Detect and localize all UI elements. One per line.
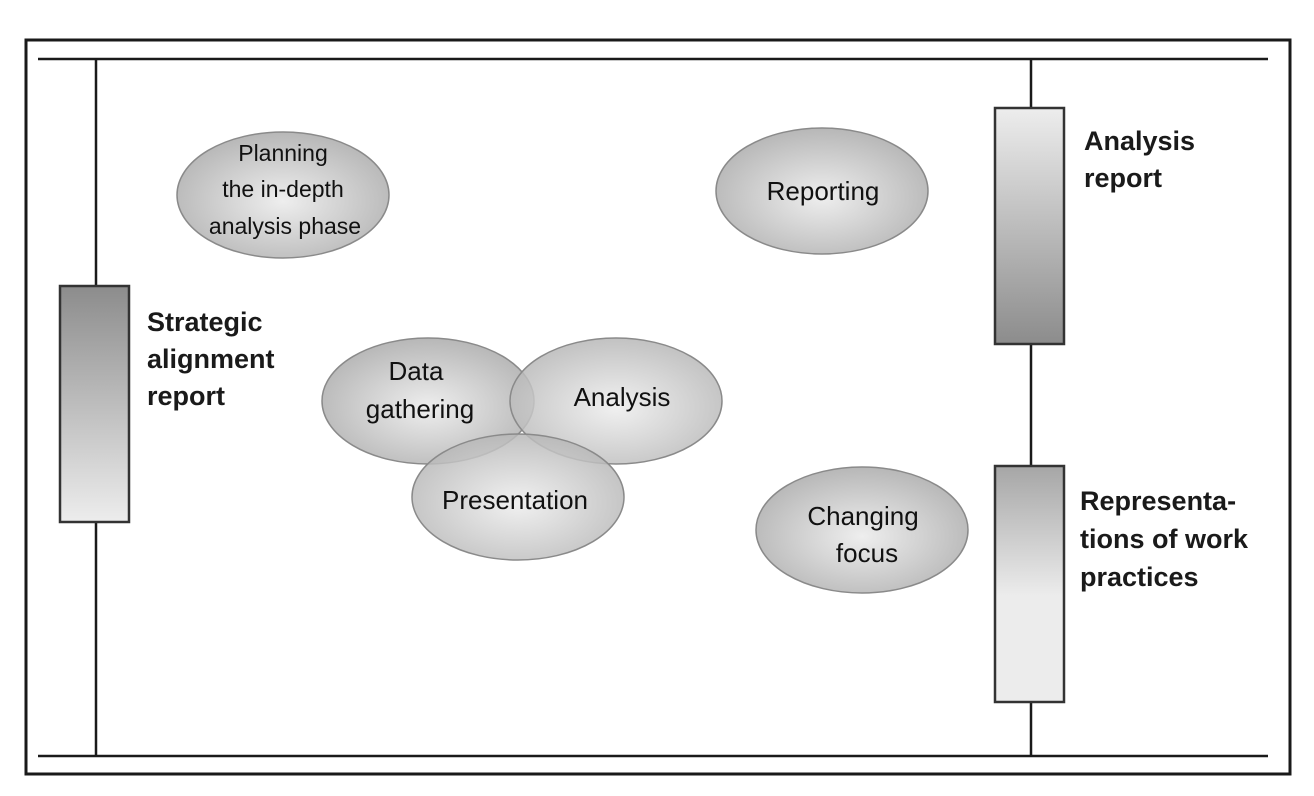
data-gathering-line-2: gathering: [366, 394, 474, 424]
presentation-bubble: Presentation: [411, 433, 625, 561]
analysis-report-line-1: Analysis: [1084, 126, 1195, 156]
analysis-report-bar: [993, 106, 1066, 346]
strategic-alignment-line-3: report: [147, 381, 225, 411]
outer-frame: [24, 38, 1292, 776]
data-gathering-line-1: Data: [389, 356, 444, 386]
work-practices-line-3: practices: [1080, 562, 1199, 592]
planning-bubble: Planning the in-depth analysis phase: [176, 131, 390, 259]
analysis-report-label: Analysis report: [1084, 126, 1195, 193]
strategic-alignment-line-2: alignment: [147, 344, 275, 374]
analysis-bubble: Analysis: [509, 337, 723, 465]
work-practices-line-2: tions of work: [1080, 524, 1249, 554]
work-practices-label: Representa- tions of work practices: [1080, 486, 1249, 592]
strategic-alignment-line-1: Strategic: [147, 307, 263, 337]
planning-line-3: analysis phase: [209, 213, 361, 239]
changing-focus-line-2: focus: [836, 538, 898, 568]
analysis-label: Analysis: [574, 382, 671, 412]
reporting-bubble: Reporting: [715, 127, 929, 255]
planning-line-2: the in-depth: [222, 176, 343, 202]
work-practices-bar: [993, 464, 1066, 704]
changing-focus-bubble: Changing focus: [755, 466, 969, 594]
reporting-label: Reporting: [767, 176, 880, 206]
changing-focus-line-1: Changing: [807, 501, 918, 531]
strategic-alignment-bar: [58, 284, 131, 524]
strategic-alignment-label: Strategic alignment report: [147, 307, 275, 411]
presentation-label: Presentation: [442, 485, 588, 515]
planning-line-1: Planning: [238, 140, 328, 166]
work-practices-line-1: Representa-: [1080, 486, 1236, 516]
analysis-report-line-2: report: [1084, 163, 1162, 193]
